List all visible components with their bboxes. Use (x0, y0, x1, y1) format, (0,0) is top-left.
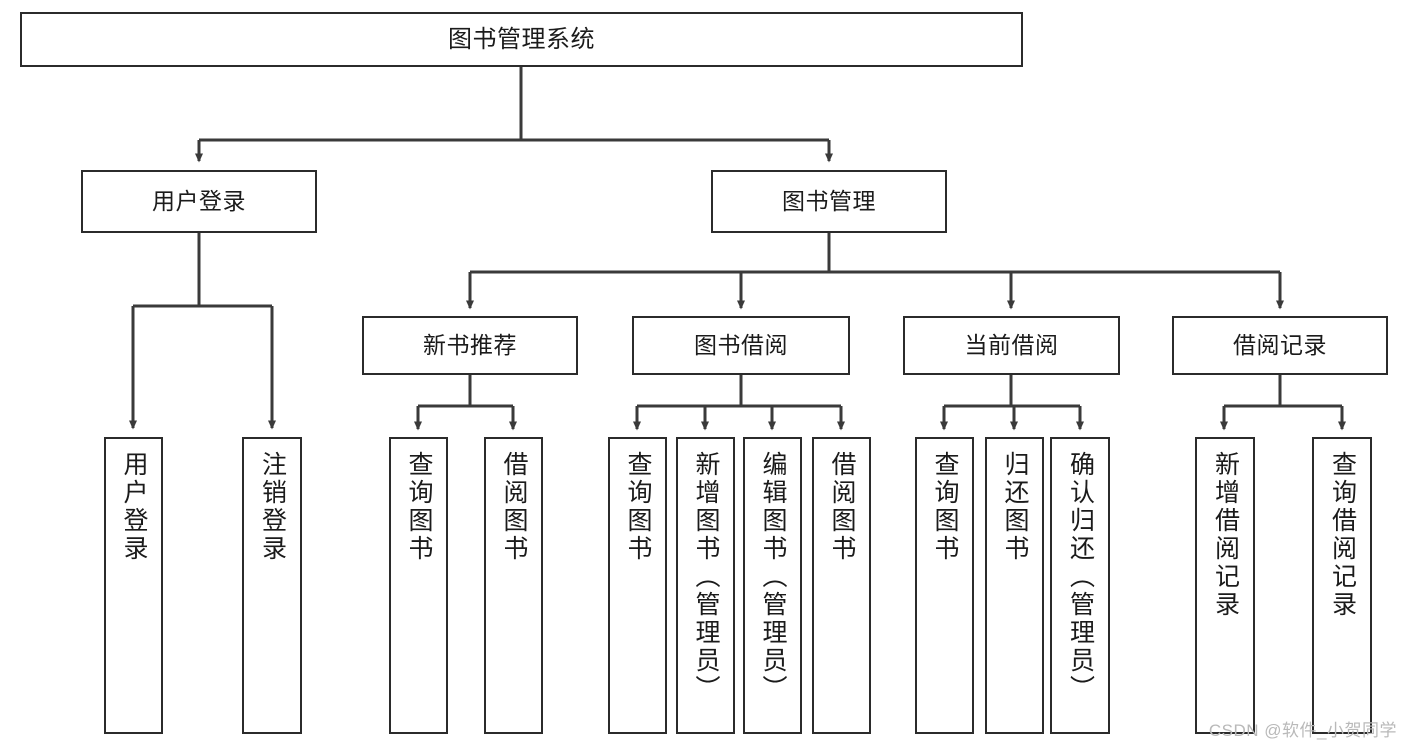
node-leaf-record-search-label: 查询借阅记录 (1328, 451, 1357, 619)
node-leaf-borrow-edit-book[interactable]: 编辑图书（管理员） (743, 437, 802, 734)
node-root-label: 图书管理系统 (448, 25, 595, 53)
node-leaf-recommend-borrow-book-label: 借阅图书 (500, 451, 528, 563)
node-borrow-record[interactable]: 借阅记录 (1172, 316, 1388, 375)
node-leaf-record-search[interactable]: 查询借阅记录 (1312, 437, 1372, 734)
node-leaf-current-query-book[interactable]: 查询图书 (915, 437, 974, 734)
node-new-book-recommend[interactable]: 新书推荐 (362, 316, 578, 375)
node-leaf-current-confirm-return[interactable]: 确认归还（管理员） (1050, 437, 1110, 734)
node-leaf-borrow-query-book-label: 查询图书 (624, 451, 652, 563)
node-leaf-user-login[interactable]: 用户登录 (104, 437, 163, 734)
node-new-book-recommend-label: 新书推荐 (423, 332, 517, 359)
node-user-login-label: 用户登录 (152, 188, 246, 215)
node-leaf-current-return-book[interactable]: 归还图书 (985, 437, 1044, 734)
node-root[interactable]: 图书管理系统 (20, 12, 1023, 67)
node-leaf-recommend-borrow-book[interactable]: 借阅图书 (484, 437, 543, 734)
node-leaf-current-confirm-return-label: 确认归还（管理员） (1066, 451, 1095, 703)
node-user-login[interactable]: 用户登录 (81, 170, 317, 233)
node-borrow-record-label: 借阅记录 (1233, 332, 1327, 359)
node-leaf-borrow-lend-book[interactable]: 借阅图书 (812, 437, 871, 734)
node-book-manage[interactable]: 图书管理 (711, 170, 947, 233)
node-leaf-user-logout-label: 注销登录 (258, 451, 287, 563)
node-leaf-record-add[interactable]: 新增借阅记录 (1195, 437, 1255, 734)
node-leaf-user-logout[interactable]: 注销登录 (242, 437, 302, 734)
node-book-borrow[interactable]: 图书借阅 (632, 316, 850, 375)
node-current-borrow[interactable]: 当前借阅 (903, 316, 1120, 375)
node-leaf-borrow-query-book[interactable]: 查询图书 (608, 437, 667, 734)
node-leaf-borrow-edit-book-label: 编辑图书（管理员） (759, 451, 787, 703)
watermark: CSDN @软件_小贺同学 (1208, 721, 1397, 740)
node-book-manage-label: 图书管理 (782, 188, 876, 215)
node-current-borrow-label: 当前借阅 (964, 332, 1059, 359)
node-leaf-user-login-label: 用户登录 (120, 451, 148, 563)
node-leaf-recommend-query-book-label: 查询图书 (405, 451, 433, 563)
node-leaf-current-return-book-label: 归还图书 (1001, 451, 1029, 563)
node-leaf-current-query-book-label: 查询图书 (931, 451, 959, 563)
node-book-borrow-label: 图书借阅 (694, 332, 788, 359)
node-leaf-borrow-add-book-label: 新增图书（管理员） (692, 451, 720, 703)
node-leaf-borrow-add-book[interactable]: 新增图书（管理员） (676, 437, 735, 734)
node-leaf-recommend-query-book[interactable]: 查询图书 (389, 437, 448, 734)
node-leaf-borrow-lend-book-label: 借阅图书 (828, 451, 856, 563)
node-leaf-record-add-label: 新增借阅记录 (1211, 451, 1240, 619)
